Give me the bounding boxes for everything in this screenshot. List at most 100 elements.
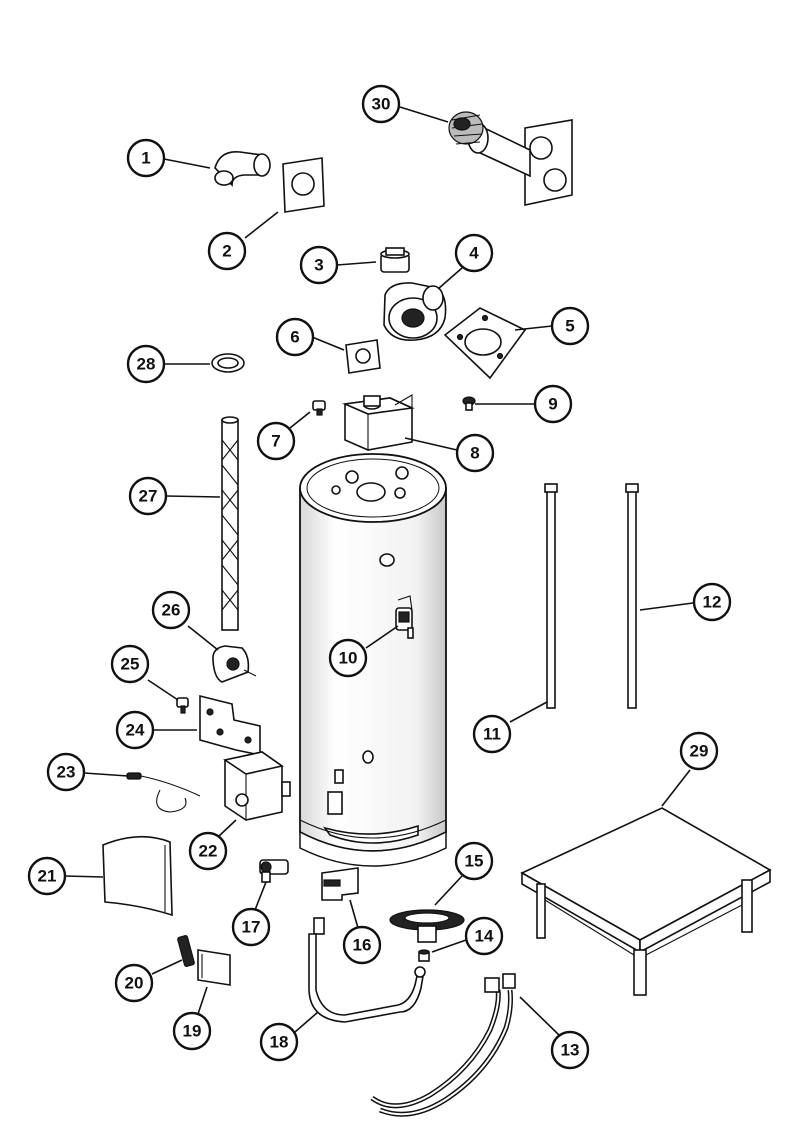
callout-29: 29 xyxy=(679,731,719,771)
callout-1: 1 xyxy=(126,138,166,178)
part-30-vent-assembly xyxy=(448,111,573,206)
leader-15 xyxy=(434,875,463,906)
part-11-anode-rod xyxy=(544,483,558,709)
leader-16 xyxy=(349,899,359,929)
part-17-fitting xyxy=(259,859,289,883)
part-9-fitting xyxy=(462,396,476,411)
part-16-inner-door xyxy=(321,867,359,901)
leader-21 xyxy=(64,875,104,878)
leader-6 xyxy=(311,336,345,351)
part-tank xyxy=(299,453,447,867)
callout-20: 20 xyxy=(114,963,154,1003)
leader-1 xyxy=(163,158,211,169)
leader-11 xyxy=(509,701,548,723)
leader-5 xyxy=(514,325,553,331)
part-3-bushing xyxy=(380,247,410,273)
callout-23-label: 23 xyxy=(57,763,76,782)
part-26-sensor xyxy=(212,645,257,683)
part-23-igniter-wire xyxy=(126,772,201,813)
leader-26 xyxy=(187,625,219,651)
callout-8: 8 xyxy=(455,433,495,473)
callout-5: 5 xyxy=(550,306,590,346)
callout-13: 13 xyxy=(550,1030,590,1070)
callout-27: 27 xyxy=(128,476,168,516)
callout-3-label: 3 xyxy=(314,256,323,275)
leader-25 xyxy=(147,679,179,701)
leader-lines xyxy=(64,106,694,1036)
callout-23: 23 xyxy=(46,752,86,792)
callout-17-label: 17 xyxy=(242,918,261,937)
part-18-manifold xyxy=(308,917,426,1023)
part-12-dip-tube xyxy=(625,483,639,709)
part-22-gas-control xyxy=(222,751,291,821)
callout-12: 12 xyxy=(692,582,732,622)
callout-19: 19 xyxy=(172,1011,212,1051)
leader-14 xyxy=(431,939,467,953)
callout-16-label: 16 xyxy=(353,936,372,955)
callout-bubbles: 1 2 3 4 5 6 7 8 9 10 11 12 13 14 15 16 1… xyxy=(27,84,732,1070)
leader-10 xyxy=(365,625,399,649)
callout-10-label: 10 xyxy=(339,649,358,668)
leader-27 xyxy=(165,495,221,498)
leader-3 xyxy=(336,261,377,266)
callout-20-label: 20 xyxy=(125,974,144,993)
callout-24: 24 xyxy=(115,710,155,750)
part-25-screw xyxy=(176,697,189,714)
callout-9-label: 9 xyxy=(548,395,557,414)
callout-12-label: 12 xyxy=(703,593,722,612)
leader-13 xyxy=(519,996,560,1036)
part-24-bracket xyxy=(199,694,261,756)
callout-7-label: 7 xyxy=(271,432,280,451)
callout-13-label: 13 xyxy=(561,1041,580,1060)
part-10-valve xyxy=(395,595,414,639)
callout-18: 18 xyxy=(259,1022,299,1062)
callout-8-label: 8 xyxy=(470,444,479,463)
callout-24-label: 24 xyxy=(126,721,145,740)
leader-18 xyxy=(294,1011,319,1033)
part-7-screw xyxy=(312,400,326,416)
callout-18-label: 18 xyxy=(270,1033,289,1052)
part-28-ring xyxy=(211,353,245,373)
callout-30: 30 xyxy=(361,84,401,124)
part-2-gasket xyxy=(282,157,325,213)
part-19-plate xyxy=(197,949,231,986)
callout-5-label: 5 xyxy=(565,317,574,336)
callout-17: 17 xyxy=(231,907,271,947)
callout-4-label: 4 xyxy=(469,244,479,263)
callout-11: 11 xyxy=(472,714,512,754)
part-5-plate-gasket xyxy=(443,307,527,380)
leader-19 xyxy=(197,986,208,1015)
callout-26-label: 26 xyxy=(162,601,181,620)
callout-1-label: 1 xyxy=(141,149,150,168)
callout-6: 6 xyxy=(275,317,315,357)
callout-19-label: 19 xyxy=(183,1022,202,1041)
callout-15: 15 xyxy=(454,841,494,881)
leader-7 xyxy=(289,411,311,429)
part-4-blower xyxy=(383,282,447,342)
callout-2: 2 xyxy=(207,231,247,271)
leader-20 xyxy=(151,959,183,975)
leader-2 xyxy=(244,211,279,239)
callout-16: 16 xyxy=(342,925,382,965)
callout-21: 21 xyxy=(27,856,67,896)
callout-14: 14 xyxy=(464,916,504,956)
callout-25: 25 xyxy=(110,644,150,684)
callout-28: 28 xyxy=(126,344,166,384)
leader-23 xyxy=(83,772,129,777)
callout-22-label: 22 xyxy=(199,842,218,861)
callout-15-label: 15 xyxy=(465,852,484,871)
leader-4 xyxy=(437,267,463,290)
callout-29-label: 29 xyxy=(690,742,709,761)
callout-4: 4 xyxy=(454,233,494,273)
leader-17 xyxy=(254,881,267,911)
part-29-stand xyxy=(520,807,772,996)
callout-22: 22 xyxy=(188,831,228,871)
leader-12 xyxy=(639,602,694,611)
part-1-elbow xyxy=(214,151,271,187)
part-20-igniter xyxy=(177,935,195,967)
part-6-gasket xyxy=(345,339,381,374)
callout-26: 26 xyxy=(151,590,191,630)
callout-25-label: 25 xyxy=(121,655,140,674)
callout-30-label: 30 xyxy=(372,95,391,114)
part-27-baffle xyxy=(221,416,239,631)
